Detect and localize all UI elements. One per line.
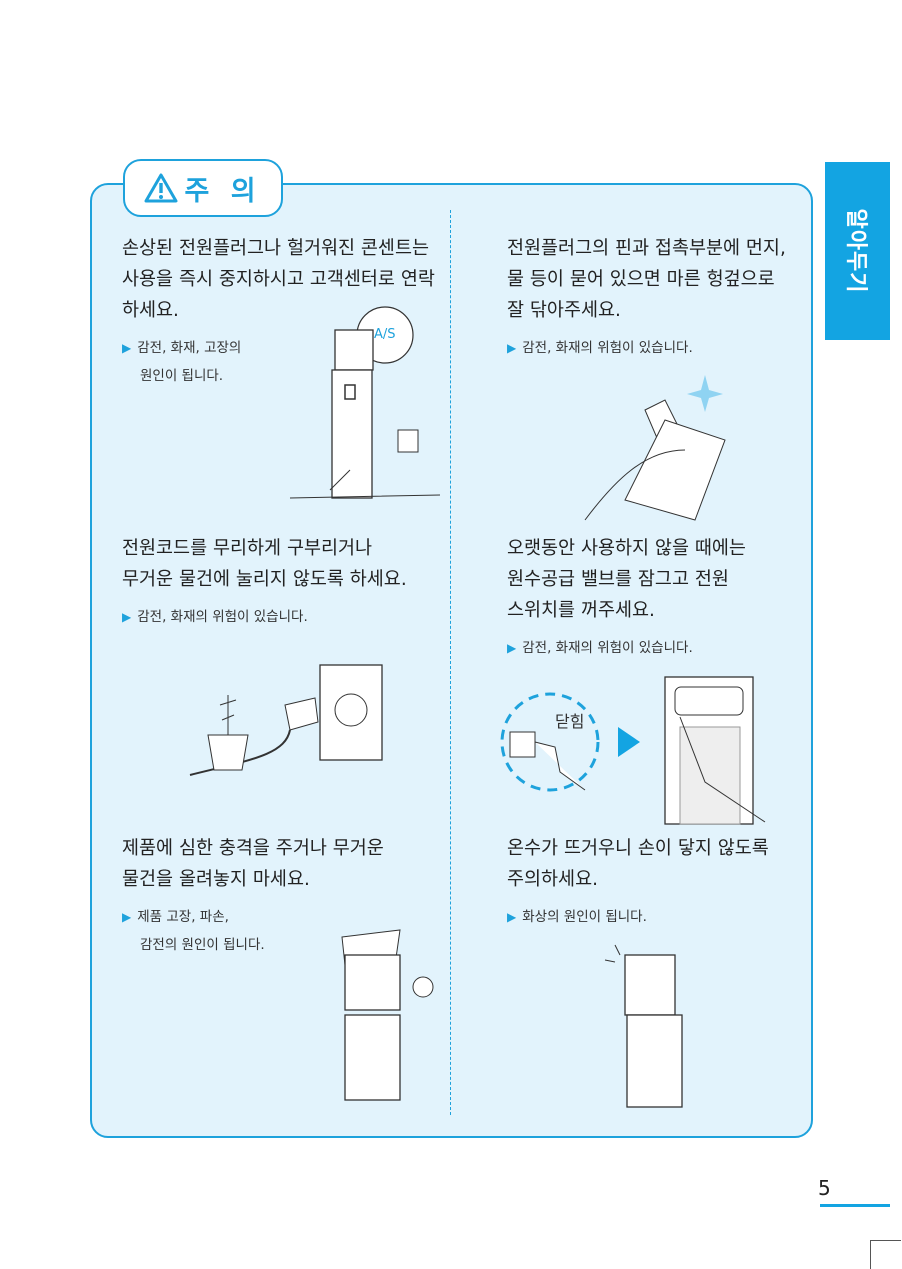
caution-panel xyxy=(90,183,813,1138)
note-text: 화상의 원인이 됩니다. xyxy=(522,909,647,925)
caution-title: 주 의 xyxy=(184,175,262,207)
bullet-triangle-icon: ▶ xyxy=(122,610,132,624)
bullet-triangle-icon: ▶ xyxy=(507,910,517,924)
caution-text: 손상된 전원플러그나 헐거워진 콘센트는 xyxy=(122,238,429,259)
caution-header: 주 의 xyxy=(123,159,283,217)
caution-text: 제품에 심한 충격을 주거나 무거운 xyxy=(122,838,384,859)
page-number: 5 xyxy=(818,1176,831,1200)
caution-text: 오랫동안 사용하지 않을 때에는 xyxy=(507,538,746,559)
caution-text: 사용을 즉시 중지하시고 고객센터로 연락 xyxy=(122,269,435,290)
bullet-triangle-icon: ▶ xyxy=(122,341,132,355)
caution-text: 스위치를 꺼주세요. xyxy=(507,600,655,621)
note-text: 감전, 화재의 위험이 있습니다. xyxy=(137,609,308,625)
as-label: A/S xyxy=(374,327,396,342)
note-text: 감전, 화재의 위험이 있습니다. xyxy=(522,340,693,356)
valve-and-switch-illustration: 닫힘 xyxy=(500,676,766,825)
note-text: 감전, 화재의 위험이 있습니다. xyxy=(522,640,693,656)
caution-text: 무거운 물건에 눌리지 않도록 하세요. xyxy=(122,569,407,590)
note-text: 제품 고장, 파손, xyxy=(137,909,229,925)
caution-text: 물건을 올려놓지 마세요. xyxy=(122,869,310,890)
caution-text: 전원플러그의 핀과 접촉부분에 먼지, xyxy=(507,238,786,259)
caution-text: 잘 닦아주세요. xyxy=(507,300,621,321)
caution-text: 온수가 뜨거우니 손이 닿지 않도록 xyxy=(507,838,769,859)
caution-text: 주의하세요. xyxy=(507,869,598,890)
arrow-right-icon xyxy=(618,727,640,757)
caution-text: 물 등이 묻어 있으면 마른 헝겊으로 xyxy=(507,269,775,290)
bullet-triangle-icon: ▶ xyxy=(122,910,132,924)
column-divider xyxy=(450,210,451,1115)
bullet-triangle-icon: ▶ xyxy=(507,641,517,655)
side-tab: 알아두기 xyxy=(825,162,890,340)
bullet-triangle-icon: ▶ xyxy=(507,341,517,355)
closed-label: 닫힘 xyxy=(555,712,584,731)
crop-mark xyxy=(870,1240,901,1269)
cord-under-pot-illustration xyxy=(189,664,383,776)
note-text: 감전, 화재, 고장의 xyxy=(137,340,242,356)
note-text: 감전의 원인이 됩니다. xyxy=(140,937,265,953)
purifier-sos-illustration: A/S xyxy=(289,306,441,499)
side-tab-label: 알아두기 xyxy=(842,208,868,294)
page-number-underline xyxy=(820,1204,890,1207)
hot-water-purifier-illustration xyxy=(604,944,683,1108)
wiping-plug-illustration xyxy=(584,375,726,521)
warning-triangle-icon xyxy=(144,173,178,203)
caution-text: 원수공급 밸브를 잠그고 전원 xyxy=(507,569,729,590)
caution-text: 하세요. xyxy=(122,300,179,321)
note-text: 원인이 됩니다. xyxy=(140,368,224,384)
caution-text: 전원코드를 무리하게 구부리거나 xyxy=(122,538,373,559)
impact-purifier-illustration xyxy=(341,929,434,1101)
